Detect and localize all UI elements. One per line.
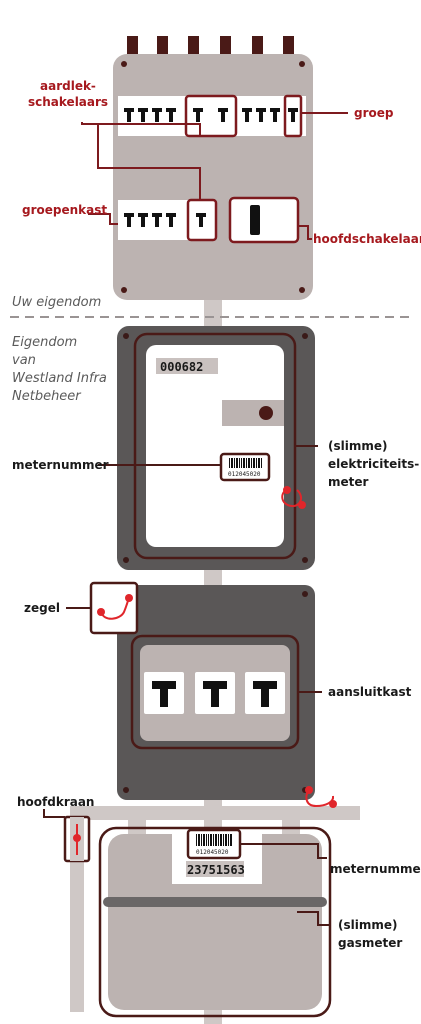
aardlek-switch[interactable]	[193, 108, 203, 122]
groepenkast-box	[113, 54, 313, 300]
label-slimme-gas-1: (slimme)	[338, 918, 397, 932]
incoming-cables	[127, 36, 294, 56]
electricity-meter-number: 000682	[160, 360, 203, 374]
gas-meter: 012045020 23751563	[98, 826, 332, 1018]
label-owner-line-2: van	[12, 353, 36, 368]
gas-meter-display	[186, 861, 244, 877]
gas-meter-outline	[98, 826, 332, 1018]
label-aansluitkast: aansluitkast	[328, 685, 412, 699]
label-hoofdschakelaar: hoofdschakelaar	[313, 232, 421, 246]
leader-lines-top	[81, 112, 348, 240]
electricity-meter-indicator-panel	[222, 400, 284, 426]
label-hoofdkraan: hoofdkraan	[17, 795, 94, 809]
label-owner-line-1: Eigendom	[12, 335, 77, 350]
gas-pipe-down	[128, 806, 146, 836]
label-slimme-electric-1: (slimme)	[328, 439, 387, 453]
switch-row-top	[124, 108, 298, 122]
label-aardlek-2: schakelaars	[28, 95, 108, 109]
electricity-barcode-number: 012045020	[228, 471, 261, 478]
aansluitkast-seal-icon	[305, 786, 337, 808]
zegel-callout	[89, 581, 139, 635]
cable-vertical	[204, 295, 222, 335]
groep-highlight	[283, 94, 303, 138]
label-zegel: zegel	[24, 601, 60, 615]
aardlek-switch[interactable]	[218, 108, 228, 122]
leader-hoofdkraan	[43, 809, 65, 818]
label-slimme-electric-3: meter	[328, 475, 369, 489]
fuse-row	[144, 672, 285, 714]
electricity-seal-icon	[281, 486, 306, 509]
label-aardlek-1: aardlek-	[40, 79, 96, 93]
aardlek-switch[interactable]	[196, 213, 206, 227]
hoofdkraan-callout	[63, 815, 91, 863]
cable-vertical	[204, 568, 222, 590]
switch-row-bottom	[124, 213, 206, 227]
label-slimme-electric-2: elektriciteits-	[328, 457, 419, 471]
switch-rail-top	[118, 96, 306, 136]
groep-switch[interactable]	[288, 108, 298, 122]
gas-pipe-horizontal	[70, 806, 360, 820]
electricity-meter-face	[146, 345, 284, 547]
electricity-barcode-icon	[229, 458, 262, 468]
label-slimme-gas-2: gasmeter	[338, 936, 402, 950]
label-owner-line-3: Westland Infra	[12, 371, 107, 386]
hoofdschakelaar-box	[228, 196, 300, 244]
label-groepenkast: groepenkast	[22, 203, 107, 217]
label-groep: groep	[354, 106, 394, 120]
gas-meter-number: 23751563	[187, 863, 245, 877]
gas-barcode-number: 012045020	[196, 849, 229, 856]
leader-lines-electricity	[98, 445, 318, 466]
aardlek-highlight	[184, 94, 238, 138]
aansluitkast-box	[117, 585, 337, 808]
leader-lines-gas	[240, 843, 330, 926]
label-meternummer-electric: meternummer	[12, 458, 109, 472]
gas-meter-body	[108, 834, 322, 1010]
gas-meter-band	[103, 897, 327, 907]
label-meternummer-gas: meternummer	[330, 862, 421, 876]
gas-barcode-icon	[196, 834, 232, 846]
gas-pipe-down	[282, 806, 300, 836]
electricity-meter-led	[259, 406, 273, 420]
hoofdschakelaar-switch[interactable]	[250, 205, 260, 235]
aardlek-highlight	[186, 198, 218, 242]
label-owner-line-4: Netbeheer	[12, 389, 82, 404]
hoofdkraan-valve-icon[interactable]	[73, 834, 81, 842]
electricity-meter: 000682 012045020	[117, 326, 315, 570]
electricity-meter-display	[156, 358, 218, 374]
label-own-property: Uw eigendom	[12, 295, 101, 310]
